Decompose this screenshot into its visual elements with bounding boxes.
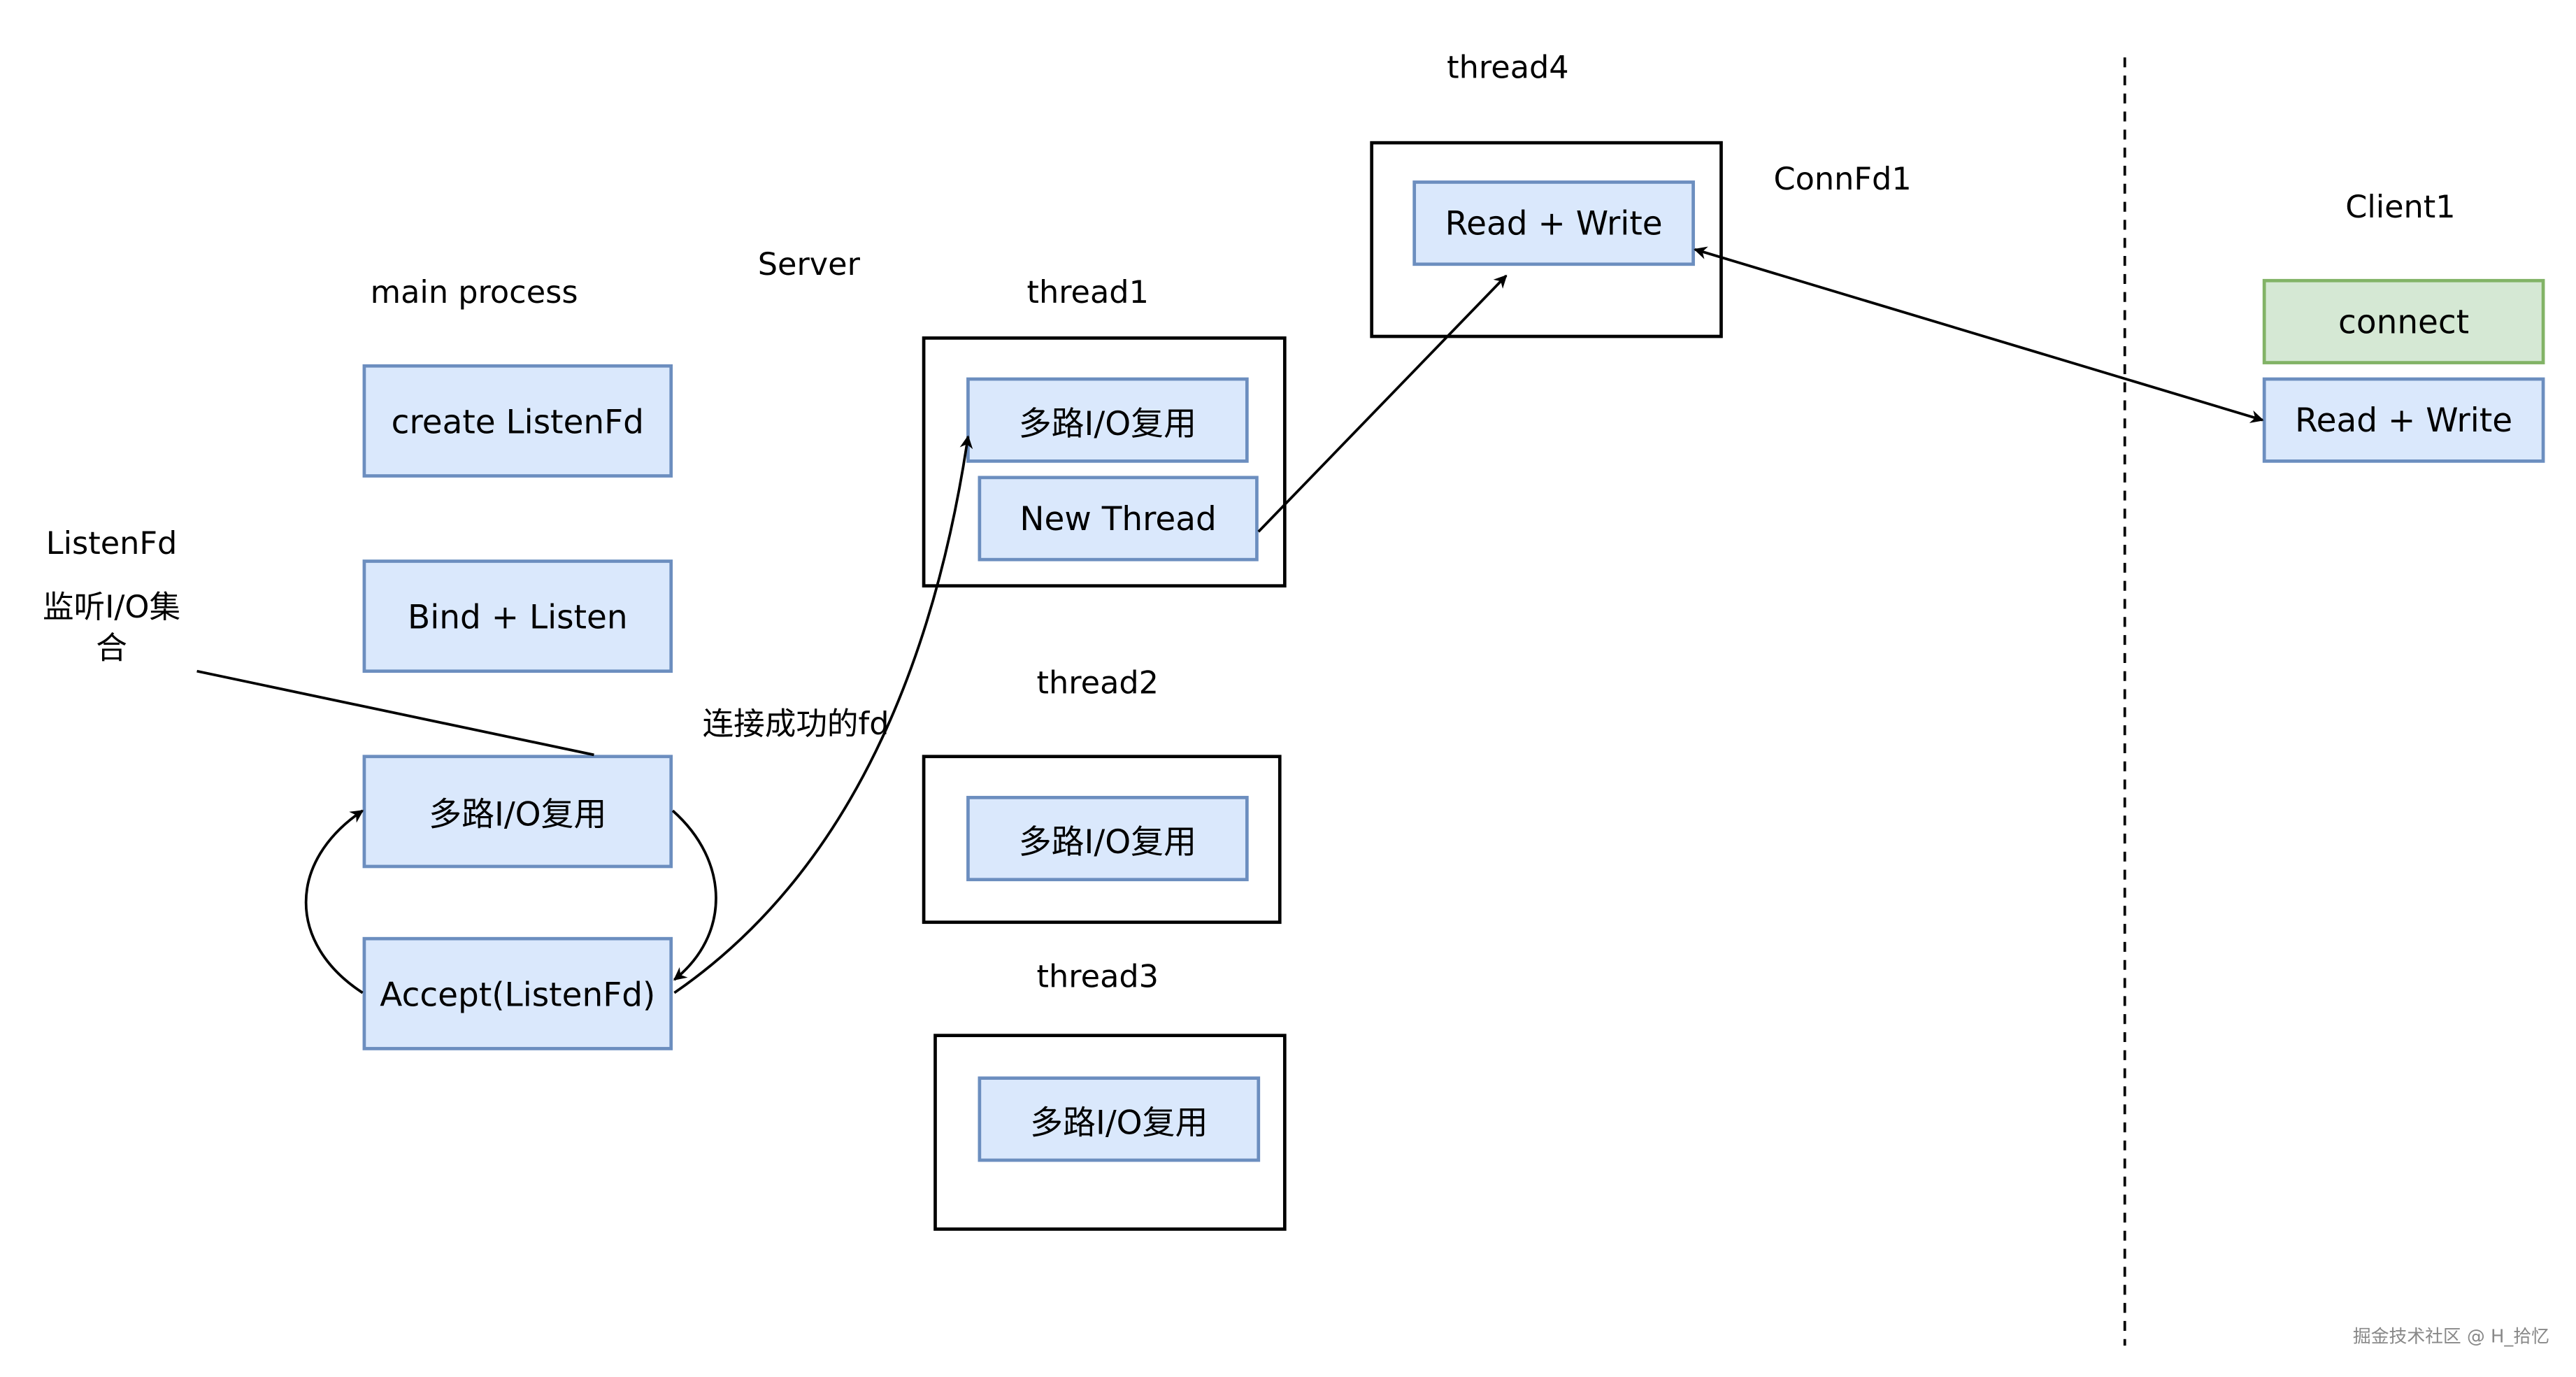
thread3-label: thread3 <box>1036 959 1159 996</box>
new-thread-box: New Thread <box>978 476 1259 562</box>
thread2-mux-box: 多路I/O复用 <box>966 796 1249 882</box>
thread4-rw-box: Read + Write <box>1412 180 1695 266</box>
client-connect-box: connect <box>2262 278 2545 364</box>
thread2-label: thread2 <box>1036 665 1159 702</box>
new-thread-to-thread4-arrow <box>1257 274 1508 533</box>
accept-to-mux-arrow <box>304 809 364 994</box>
thread1-label: thread1 <box>1026 275 1149 311</box>
mux-to-accept-arrow <box>671 809 717 981</box>
create-listenfd-box: create ListenFd <box>362 364 673 478</box>
thread3-mux-box: 多路I/O复用 <box>978 1076 1261 1162</box>
connfd-bidirectional-arrow <box>1694 246 2264 423</box>
listenfd-pointer <box>196 669 594 757</box>
listenfd-label: ListenFd <box>45 526 178 562</box>
connfd1-label: ConnFd1 <box>1773 162 1912 198</box>
server-label: Server <box>757 247 860 283</box>
watermark: 掘金技术社区 @ H_拾忆 <box>2352 1325 2549 1348</box>
accept-to-thread1-arrow <box>673 435 973 994</box>
thread1-mux-box: 多路I/O复用 <box>966 377 1249 463</box>
main-process-label: main process <box>370 275 578 311</box>
bind-listen-box: Bind + Listen <box>362 559 673 673</box>
accept-box: Accept(ListenFd) <box>362 936 673 1050</box>
main-mux-box: 多路I/O复用 <box>362 755 673 869</box>
client-rw-box: Read + Write <box>2262 377 2545 463</box>
conn-success-fd-label: 连接成功的fd <box>702 706 889 743</box>
thread4-label: thread4 <box>1447 50 1569 87</box>
listen-set-label: 监听I/O集合 <box>43 590 181 666</box>
client1-label: Client1 <box>2345 190 2456 226</box>
